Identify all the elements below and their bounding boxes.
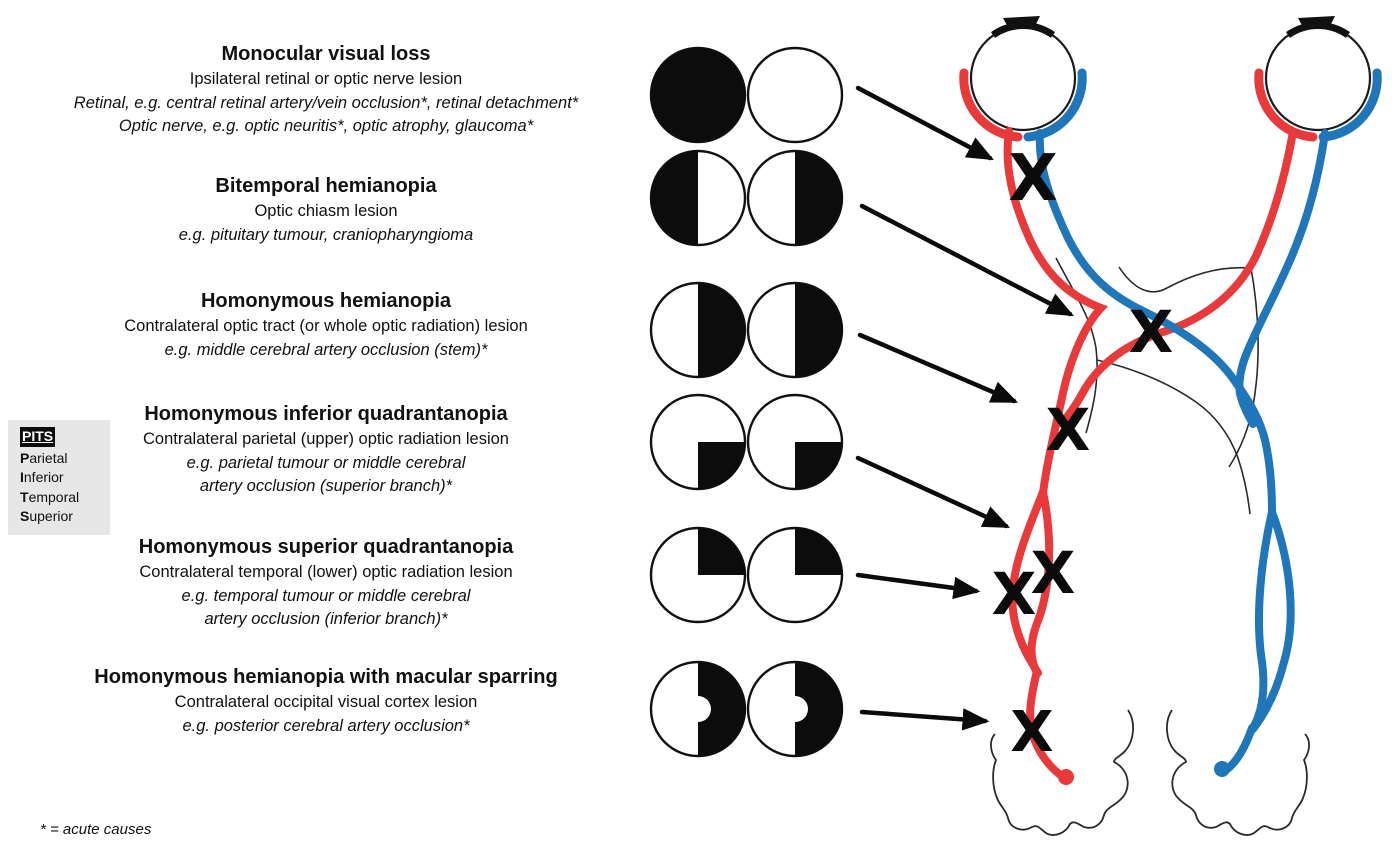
left-occipital-lobe: [990, 709, 1134, 836]
occipital-lobes: [990, 709, 1310, 836]
right-optic-radiation-inner-loop: [1247, 508, 1276, 735]
acute-causes-footnote: * = acute causes: [40, 821, 152, 838]
visual-field-right-eye-row6: [746, 660, 844, 758]
left-lens-icon: [1003, 16, 1040, 29]
lesion-x-optic-tract: X: [1046, 396, 1091, 464]
field-defect-right-half-macular-sparing: [698, 662, 745, 756]
lesion-example: e.g. pituitary tumour, craniopharyngioma: [178, 225, 474, 244]
left-optic-radiation-parietal-loop: [1027, 488, 1054, 677]
lesion-block-inferior-quadrantanopia: Homonymous inferior quadrantanopia Contr…: [26, 401, 626, 499]
lesion-markers: X X X X X X: [992, 142, 1174, 765]
arrow-monocular-to-optic-nerve: [855, 85, 994, 161]
red-pathway-terminal: [1058, 769, 1074, 785]
visual-field-left-eye-row1: [649, 46, 747, 144]
arrow-macular-sparing-to-occipital: [859, 708, 990, 731]
visual-field-left-eye-row6: [649, 660, 747, 758]
visual-field-right-eye-row1: [746, 46, 844, 144]
lesion-example: e.g. parietal tumour or middle cerebral: [186, 453, 466, 472]
lesion-x-occipital-cortex: X: [1010, 700, 1053, 765]
left-eyeball-outline: [969, 24, 1077, 132]
lesion-example: e.g. middle cerebral artery occlusion (s…: [164, 340, 488, 359]
field-defect-left-half: [651, 151, 698, 245]
lesion-block-bitemporal: Bitemporal hemianopia Optic chiasm lesio…: [26, 173, 626, 247]
left-optic-nerve-blue-crossing: [1035, 129, 1276, 516]
lesion-example: e.g. temporal tumour or middle cerebral: [181, 586, 471, 605]
pits-mnemonic-box: PITS Parietal Inferior Temporal Superior: [8, 420, 110, 535]
lesion-example: e.g. posterior cerebral artery occlusion…: [182, 716, 470, 735]
pits-item: Inferior: [20, 469, 64, 485]
lesion-example: artery occlusion (superior branch)*: [199, 477, 453, 495]
lesion-title: Bitemporal hemianopia: [215, 175, 437, 197]
visual-field-left-eye-row3: [649, 281, 747, 379]
pits-item: Superior: [20, 508, 73, 524]
left-optic-nerve-red: [1003, 127, 1108, 497]
field-defect-right-half: [698, 283, 745, 377]
pits-item: Temporal: [20, 488, 80, 505]
chiasm-outline: [1055, 257, 1259, 515]
right-lens-icon: [1298, 16, 1335, 29]
lesion-x-optic-nerve: X: [1008, 142, 1057, 216]
visual-field-left-eye-row2: [649, 149, 747, 247]
right-radiation-to-cortex: [1222, 724, 1256, 774]
arrow-hemianopia-to-optic-tract: [857, 332, 1019, 404]
lesion-block-monocular: Monocular visual loss Ipsilateral retina…: [26, 41, 626, 139]
pits-item: Parietal: [20, 449, 68, 466]
right-optic-nerve-blue: [1235, 129, 1329, 428]
visual-field-right-eye-row2: [746, 149, 844, 247]
lesion-subtitle: Optic chiasm lesion: [254, 202, 398, 220]
lesion-example: artery occlusion (inferior branch)*: [204, 610, 448, 628]
field-defect-full: [651, 48, 745, 142]
visual-field-pairs: [649, 46, 844, 758]
visual-field-right-eye-row3: [746, 281, 844, 379]
visual-field-left-eye-row5: [649, 526, 747, 624]
right-optic-radiation-outer-loop: [1249, 508, 1295, 733]
arrow-superior-quadrantanopia-to-radiation: [855, 572, 981, 600]
arrow-bitemporal-to-chiasm: [859, 203, 1074, 317]
field-defect-upper-right-quadrant: [698, 528, 745, 575]
lesion-x-optic-chiasm: X: [1129, 298, 1174, 366]
lesion-subtitle: Contralateral optic tract (or whole opti…: [124, 317, 528, 335]
right-eye-nasal-retina-red: [1254, 68, 1318, 142]
visual-field-circle: [746, 46, 844, 144]
field-defect-right-half: [795, 283, 842, 377]
lesion-subtitle: Ipsilateral retinal or optic nerve lesio…: [189, 70, 463, 88]
left-radiation-to-cortex: [1026, 667, 1071, 783]
lesion-subtitle: Contralateral occipital visual cortex le…: [174, 693, 478, 711]
arrow-inferior-quadrantanopia-to-radiation: [855, 455, 1011, 529]
visual-field-right-eye-row4: [746, 393, 844, 491]
pits-heading: PITS: [20, 427, 56, 447]
lesion-block-homonymous-hemianopia: Homonymous hemianopia Contralateral opti…: [26, 288, 626, 362]
right-eye: [1254, 16, 1382, 142]
blue-pathway-terminal: [1214, 761, 1230, 777]
lesion-subtitle: Contralateral parietal (upper) optic rad…: [143, 430, 509, 448]
lesion-title: Homonymous hemianopia with macular sparr…: [94, 666, 558, 688]
lesion-x-parietal-radiation: X: [1031, 539, 1076, 607]
lesion-example: Retinal, e.g. central retinal artery/vei…: [73, 93, 579, 112]
lesion-subtitle: Contralateral temporal (lower) optic rad…: [139, 563, 513, 581]
visual-field-right-eye-row5: [746, 526, 844, 624]
right-eyeball-outline: [1264, 24, 1372, 132]
visual-field-left-eye-row4: [649, 393, 747, 491]
left-eye: [959, 16, 1087, 142]
field-defect-right-half-macular-sparing: [795, 662, 842, 756]
lesion-title: Homonymous hemianopia: [200, 290, 452, 312]
lesion-title: Homonymous superior quadrantanopia: [138, 536, 514, 558]
field-defect-right-half: [795, 151, 842, 245]
field-defect-lower-right-quadrant: [795, 442, 842, 489]
right-occipital-lobe: [1166, 709, 1310, 836]
right-eye-temporal-retina-blue: [1318, 68, 1382, 142]
lesion-title: Monocular visual loss: [221, 43, 431, 65]
lesion-example: Optic nerve, e.g. optic neuritis*, optic…: [118, 117, 534, 135]
field-defect-lower-right-quadrant: [698, 442, 745, 489]
lesion-arrows: [855, 85, 1074, 731]
lesion-title: Homonymous inferior quadrantanopia: [144, 403, 508, 425]
blue-visual-pathway: [1035, 129, 1329, 774]
lesion-block-macular-sparing: Homonymous hemianopia with macular sparr…: [26, 664, 626, 738]
lesion-x-temporal-radiation: X: [992, 560, 1037, 628]
field-defect-upper-right-quadrant: [795, 528, 842, 575]
lesion-block-superior-quadrantanopia: Homonymous superior quadrantanopia Contr…: [26, 534, 626, 632]
